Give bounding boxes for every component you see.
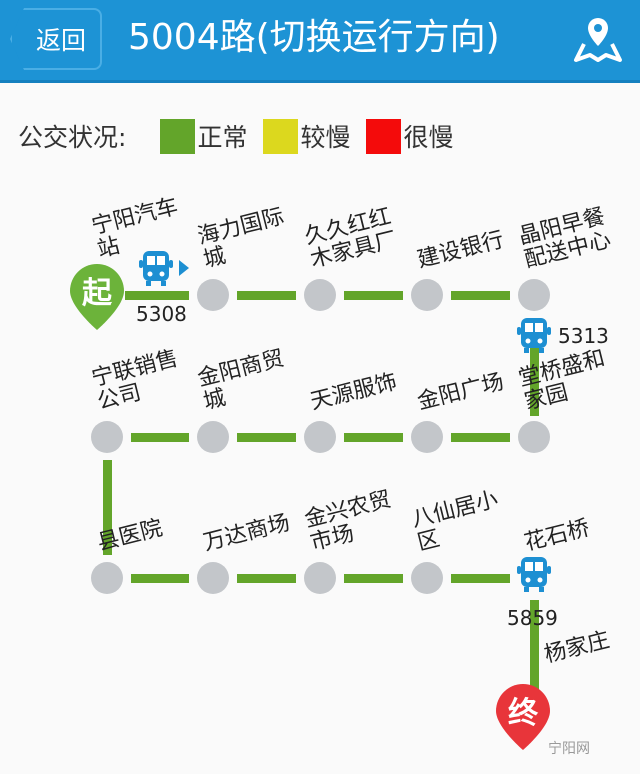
stop-marker[interactable] [411, 421, 443, 453]
stop-marker[interactable] [411, 562, 443, 594]
stop-marker[interactable] [304, 421, 336, 453]
route-segment [237, 574, 296, 583]
route-segment [125, 291, 189, 300]
stop-label[interactable]: 金兴农贸市场 [302, 487, 394, 556]
traffic-legend: 公交状况: 正常 较慢 很慢 [18, 118, 469, 154]
bus-number: 5308 [136, 302, 187, 326]
stop-marker[interactable] [304, 279, 336, 311]
route-segment [344, 291, 403, 300]
stop-marker[interactable] [411, 279, 443, 311]
stop-marker[interactable] [91, 421, 123, 453]
stop-label[interactable]: 海力国际城 [195, 204, 287, 273]
map-pin-icon[interactable] [572, 14, 624, 66]
route-segment [451, 574, 510, 583]
stop-marker[interactable] [197, 421, 229, 453]
stop-label[interactable]: 八仙居小区 [409, 487, 501, 556]
legend-slow: 较慢 [263, 118, 350, 154]
route-segment [451, 291, 510, 300]
bus-icon[interactable] [138, 248, 174, 288]
route-segment [530, 600, 539, 700]
bus-icon[interactable] [516, 315, 552, 355]
stop-marker[interactable] [197, 279, 229, 311]
route-segment [530, 318, 539, 416]
stop-marker[interactable] [197, 562, 229, 594]
legend-label: 很慢 [403, 123, 454, 152]
stop-marker[interactable] [518, 421, 550, 453]
pin-label: 终 [508, 696, 538, 731]
route-segment [131, 574, 189, 583]
bus-number: 5859 [507, 606, 558, 630]
bus-number: 5313 [558, 324, 609, 348]
route-segment [451, 433, 510, 442]
stop-label[interactable]: 宁联销售公司 [89, 346, 181, 415]
stop-marker[interactable] [91, 562, 123, 594]
route-segment [237, 291, 296, 300]
start-pin-icon: 起 [68, 262, 126, 332]
legend-title: 公交状况: [18, 123, 127, 152]
legend-swatch [263, 118, 299, 154]
stop-label[interactable]: 久久红红木家具厂 [302, 204, 400, 273]
legend-label: 正常 [197, 123, 248, 152]
route-segment [103, 460, 112, 555]
bus-direction-arrow [179, 260, 189, 276]
end-pin-icon: 终 [494, 682, 552, 752]
legend-label: 较慢 [300, 123, 351, 152]
legend-very-slow: 很慢 [366, 118, 453, 154]
header-bar: 返回 5004路(切换运行方向) [0, 0, 640, 83]
legend-swatch [366, 118, 402, 154]
route-segment [237, 433, 296, 442]
pin-label: 起 [82, 276, 112, 311]
route-segment [131, 433, 189, 442]
route-segment [344, 574, 403, 583]
stop-marker[interactable] [304, 562, 336, 594]
legend-normal: 正常 [160, 118, 247, 154]
watermark: 宁阳网 [548, 741, 590, 757]
back-button[interactable]: 返回 [10, 8, 102, 70]
route-segment [344, 433, 403, 442]
bus-icon[interactable] [516, 554, 552, 594]
page-title[interactable]: 5004路(切换运行方向) [128, 17, 500, 58]
legend-swatch [160, 118, 196, 154]
stop-marker[interactable] [518, 279, 550, 311]
stop-label[interactable]: 金阳商贸城 [195, 346, 287, 415]
stop-label[interactable]: 花石桥 [521, 515, 593, 556]
stop-label[interactable]: 天源服饰 [307, 369, 400, 415]
stop-label[interactable]: 万达商场 [200, 510, 293, 556]
stop-label[interactable]: 金阳广场 [414, 369, 507, 415]
stop-label[interactable]: 晶阳早餐配送中心 [516, 204, 614, 273]
stop-label[interactable]: 建设银行 [414, 227, 507, 273]
